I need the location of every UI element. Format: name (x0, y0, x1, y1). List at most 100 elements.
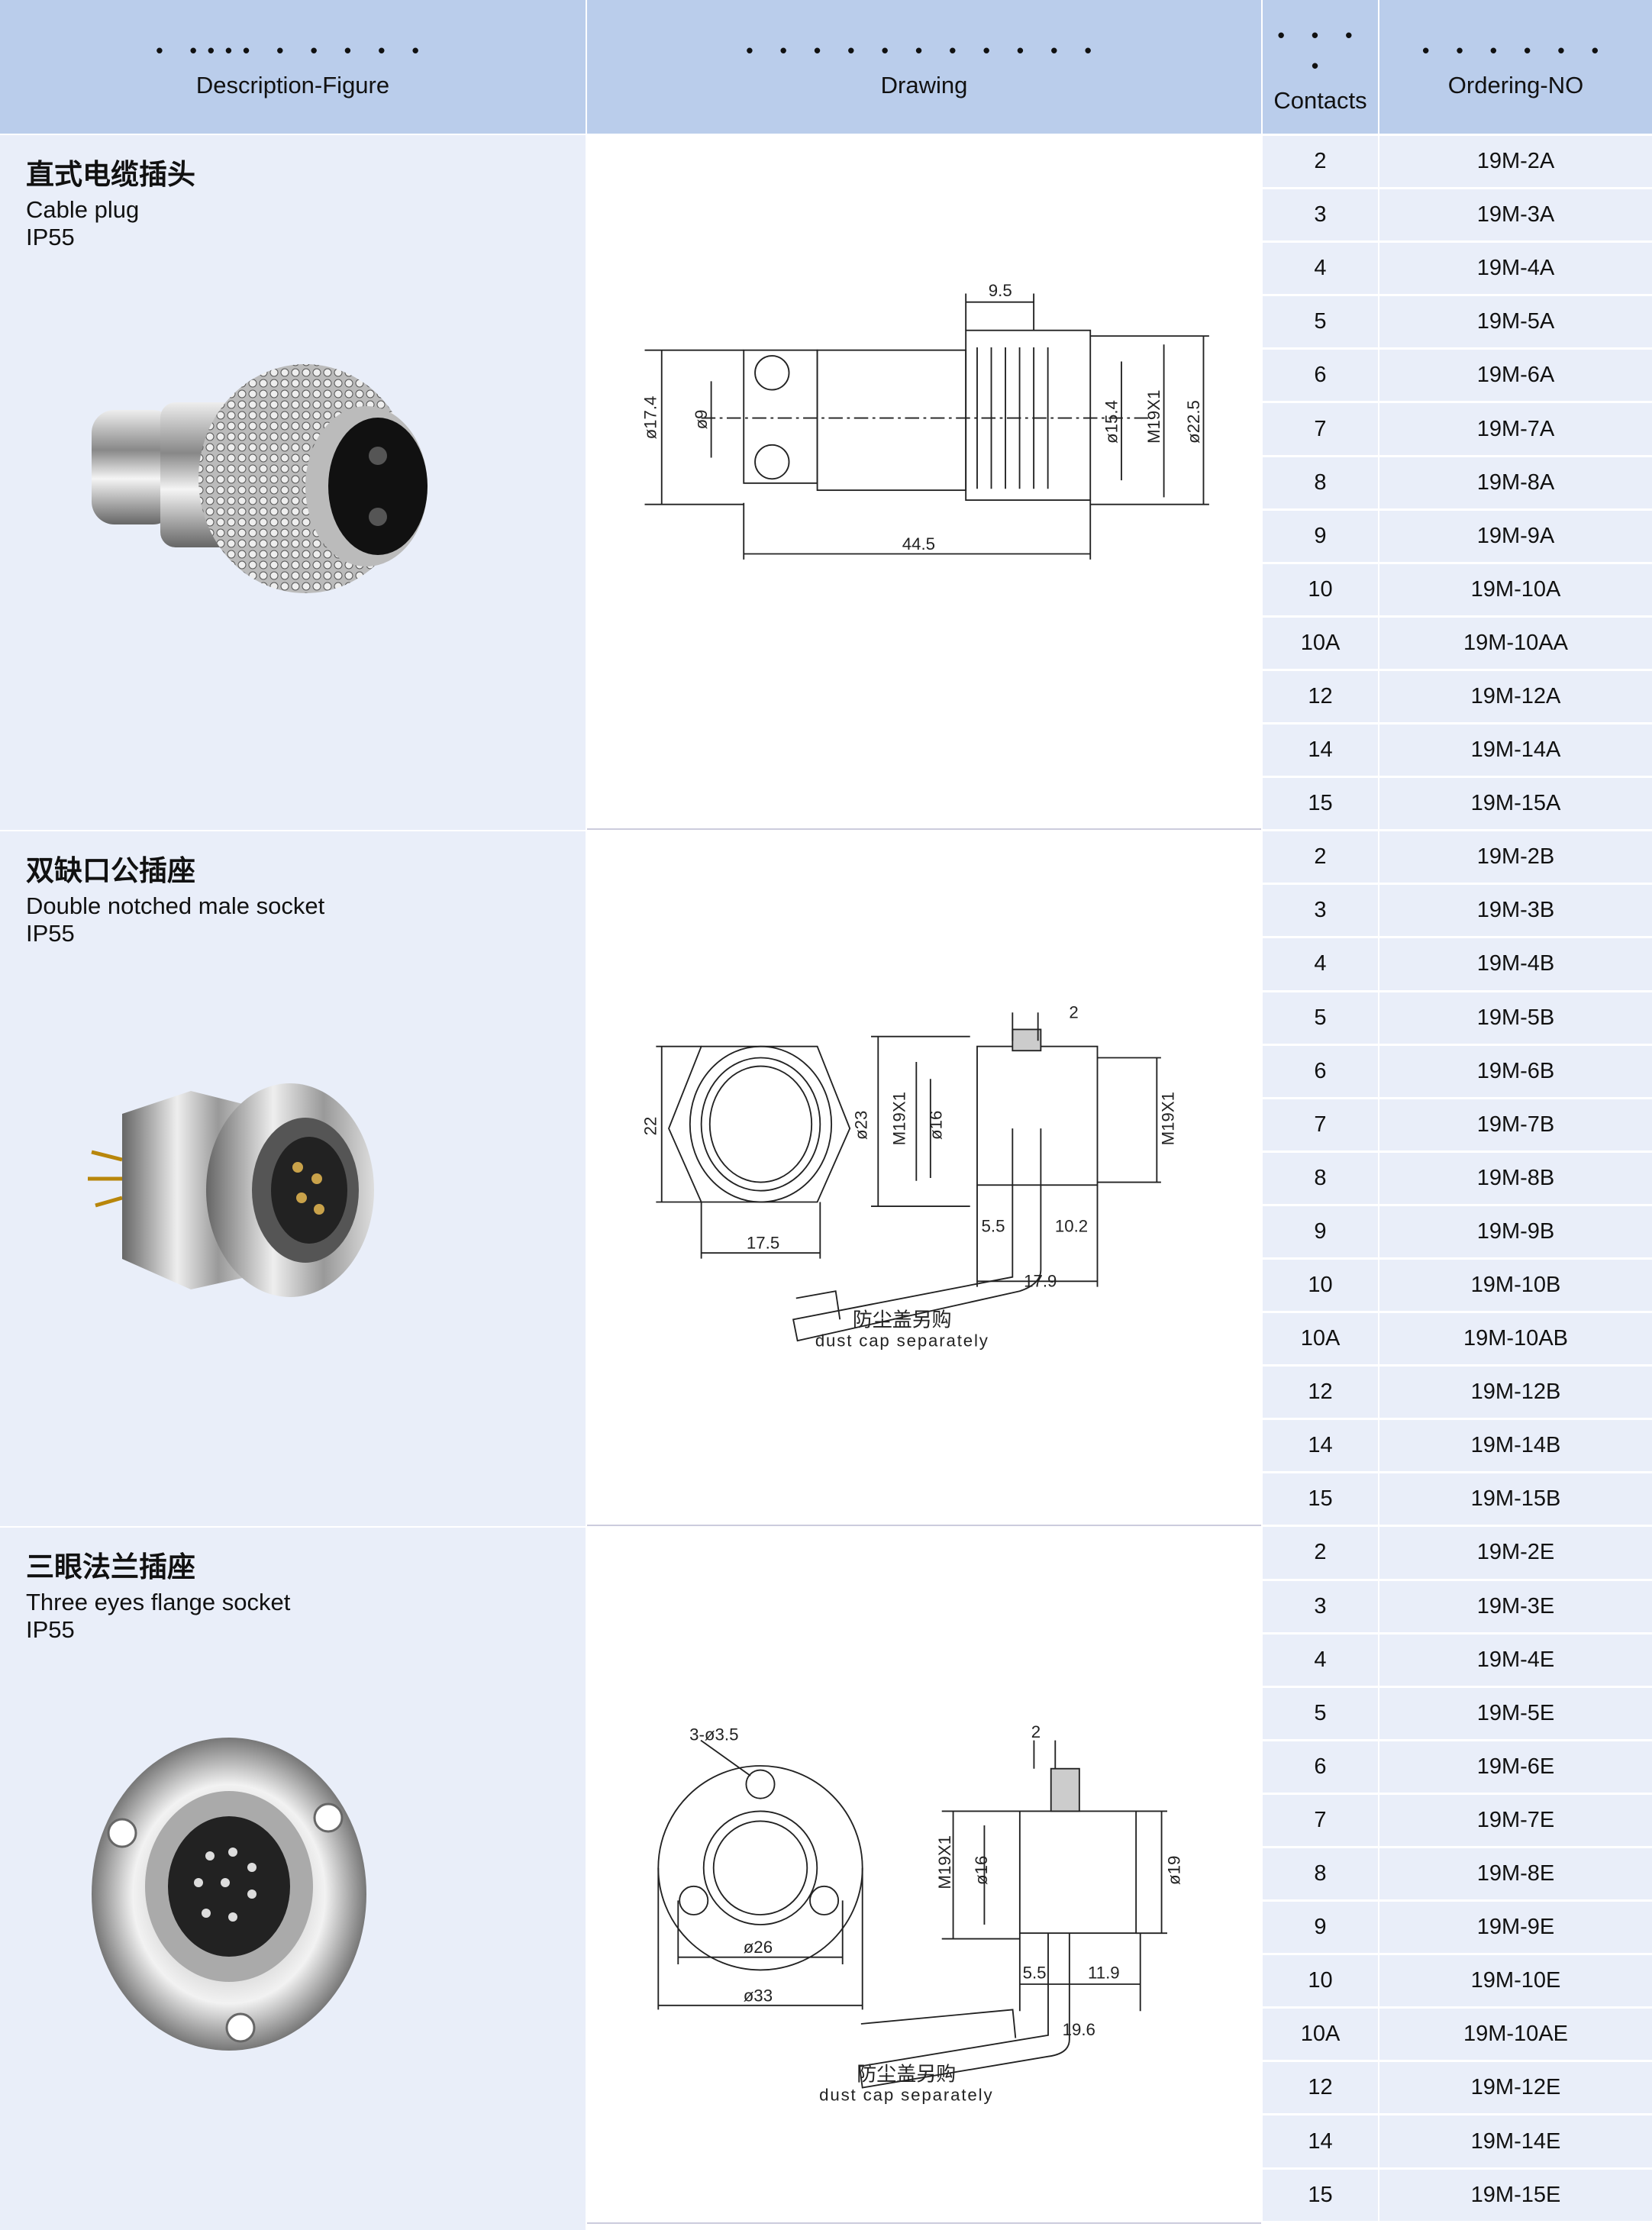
contacts-cell: 10A (1263, 1311, 1378, 1365)
header-label: Contacts (1273, 86, 1367, 114)
dim-label: M19X1 (1144, 390, 1163, 444)
ordering-no-cell: 19M-5E (1379, 1685, 1652, 1739)
ordering-no-cell: 19M-15E (1379, 2167, 1652, 2221)
dim-label: ø33 (744, 1986, 773, 2005)
dim-label: 44.5 (902, 534, 935, 553)
dim-label: ø19 (1165, 1856, 1184, 1885)
ordering-no-cell: 19M-9A (1379, 508, 1652, 562)
drawing-double-notched-socket: 22 ø23 17.5 M19X1 ø16 2 M19X1 5.5 10.2 1… (587, 831, 1261, 1526)
contacts-cell: 4 (1263, 936, 1378, 990)
contacts-cell: 5 (1263, 294, 1378, 348)
technical-drawing (644, 293, 1209, 560)
contacts-cell: 8 (1263, 1150, 1378, 1204)
ordering-no-cell: 19M-8B (1379, 1150, 1652, 1204)
dim-label: ø9 (692, 409, 711, 429)
header-glyphs: • • • • (1277, 23, 1363, 77)
ordering-no-cell: 19M-3E (1379, 1578, 1652, 1632)
ordering-no-cell: 19M-10B (1379, 1257, 1652, 1312)
ordering-no-cell: 19M-4A (1379, 240, 1652, 295)
dim-label: ø23 (851, 1111, 870, 1140)
ordering-no-cell: 19M-4E (1379, 1631, 1652, 1686)
header-glyphs: • • • • • • (1422, 38, 1609, 62)
ordering-no-cell: 19M-8E (1379, 1846, 1652, 1900)
header-drawing: • • • • • • • • • • • Drawing (587, 0, 1261, 134)
ordering-no-cell: 19M-12A (1379, 668, 1652, 723)
ordering-no-cell: 19M-5A (1379, 294, 1652, 348)
ordering-no-cell: 19M-15B (1379, 1471, 1652, 1525)
ordering-no-cell: 19M-4B (1379, 936, 1652, 990)
contacts-cell: 8 (1263, 454, 1378, 508)
contacts-cell: 10 (1263, 1953, 1378, 2007)
contacts-cell: 2 (1263, 829, 1378, 883)
contacts-cell: 12 (1263, 2060, 1378, 2114)
ordering-no-cell: 19M-5B (1379, 989, 1652, 1044)
contacts-cell: 3 (1263, 1578, 1378, 1632)
ordering-no-cell: 19M-10AB (1379, 1311, 1652, 1365)
dim-label: 10.2 (1055, 1216, 1088, 1235)
header-label: Ordering-NO (1447, 71, 1584, 98)
dim-label: 11.9 (1088, 1964, 1120, 1983)
drawing-flange-socket: 3-ø3.5 ø26 ø33 2 M19X1 ø16 ø19 5.5 11.9 … (587, 1528, 1261, 2224)
dust-cap-note-en: dust cap separately (819, 2085, 993, 2104)
contacts-cell: 4 (1263, 1631, 1378, 1686)
product-title-cn: 三眼法兰插座 (26, 1551, 195, 1583)
contacts-cell: 6 (1263, 1738, 1378, 1793)
product-title-en: Three eyes flange socket (26, 1589, 291, 1615)
header-glyphs: • • • • • • • • • • • (746, 38, 1102, 62)
dim-label: ø26 (744, 1938, 773, 1957)
header-label: Drawing (880, 71, 968, 98)
ordering-no-cell: 19M-12B (1379, 1364, 1652, 1418)
ordering-no-cell: 19M-9B (1379, 1203, 1652, 1257)
contacts-cell: 10 (1263, 561, 1378, 615)
header-glyphs: • •••• • • • • • (156, 38, 430, 62)
contacts-cell: 3 (1263, 883, 1378, 937)
contacts-cell: 4 (1263, 240, 1378, 295)
dim-label: 2 (1069, 1003, 1078, 1022)
contacts-cell: 10 (1263, 1257, 1378, 1312)
contacts-cell: 15 (1263, 2167, 1378, 2221)
contacts-cell: 6 (1263, 1043, 1378, 1097)
ordering-no-cell: 19M-2A (1379, 134, 1652, 188)
header-label: Description-Figure (195, 71, 390, 98)
product-description-double-notched-socket: 双缺口公插座 Double notched male socket IP55 (0, 831, 586, 1526)
contacts-cell: 14 (1263, 1418, 1378, 1472)
contacts-cell: 14 (1263, 722, 1378, 776)
dim-label: 9.5 (989, 281, 1012, 300)
dim-label: ø15.4 (1102, 400, 1121, 444)
contacts-cell: 7 (1263, 401, 1378, 455)
dim-label: 19.6 (1063, 2020, 1095, 2039)
contacts-cell: 12 (1263, 668, 1378, 723)
contacts-cell: 9 (1263, 1899, 1378, 1954)
dim-label: 17.5 (747, 1234, 779, 1253)
dim-label: 3-ø3.5 (689, 1725, 738, 1744)
header-description-figure: • •••• • • • • • Description-Figure (0, 0, 586, 134)
product-description-flange-socket: 三眼法兰插座 Three eyes flange socket IP55 (0, 1528, 586, 2230)
contacts-cell: 14 (1263, 2113, 1378, 2167)
dim-label: 22 (640, 1117, 660, 1136)
ordering-no-cell: 19M-14B (1379, 1418, 1652, 1472)
product-title-en: Cable plug (26, 196, 140, 223)
technical-drawing (657, 1739, 1167, 2089)
ordering-no-cell: 19M-10AA (1379, 615, 1652, 669)
